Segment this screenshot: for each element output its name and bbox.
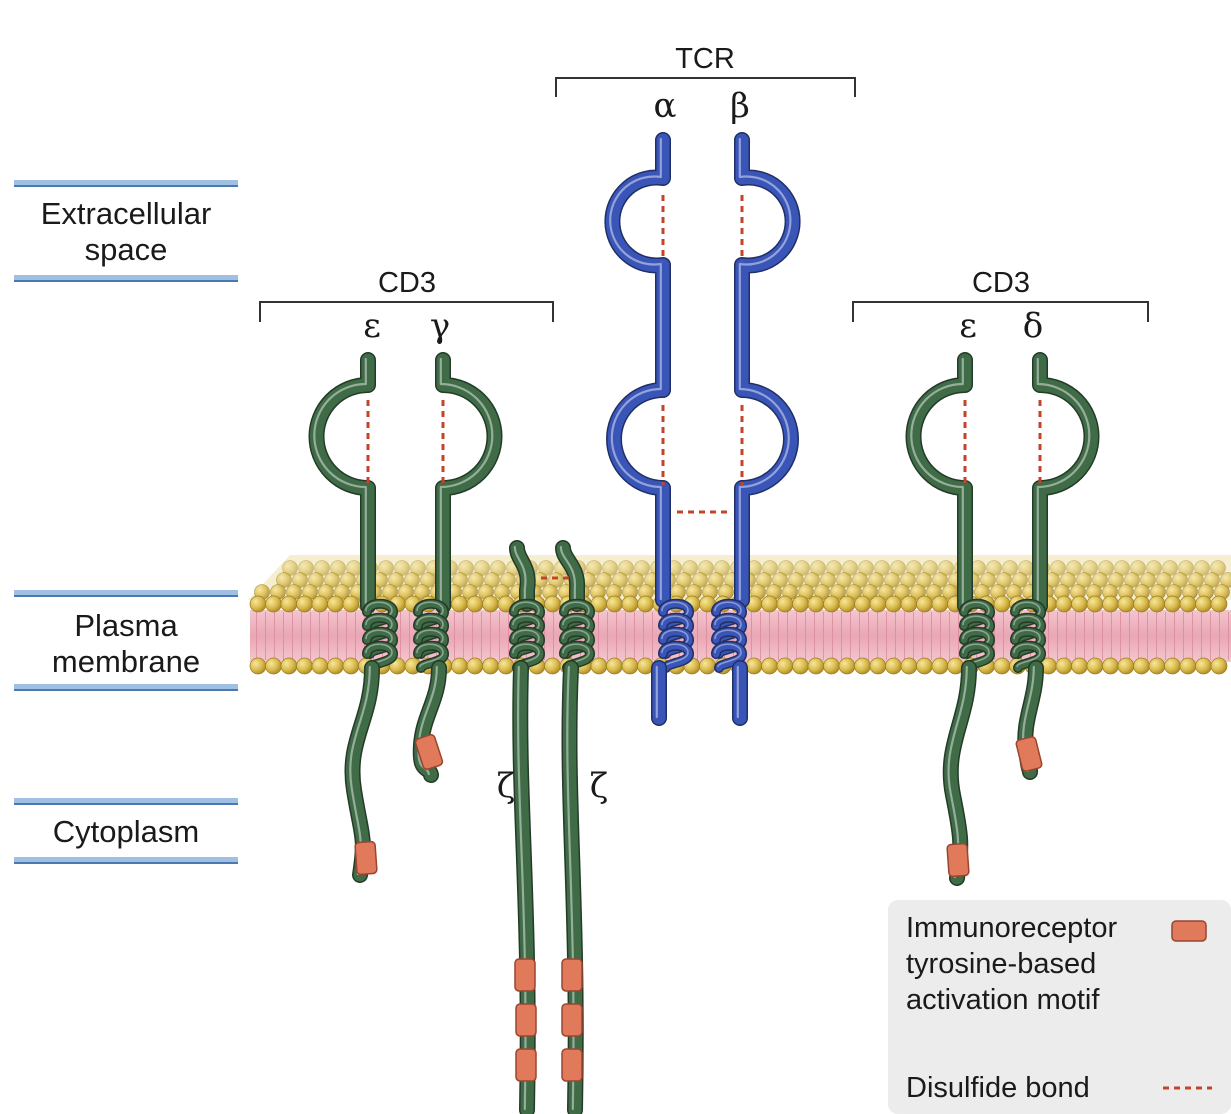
region-membrane-line2: membrane <box>52 644 200 679</box>
cd3-delta-chain <box>1032 352 1100 614</box>
cd3-epsilon-left-chain <box>308 352 376 614</box>
itam-zeta-left-2 <box>515 1003 537 1037</box>
cd3-left-label: CD3 <box>378 267 436 299</box>
itam-gamma <box>414 733 444 771</box>
legend-itam-line1: Immunoreceptor <box>906 912 1117 944</box>
itam-epsilon-left <box>354 840 378 876</box>
zeta-left-tail <box>512 660 536 1114</box>
tcr-alpha-chain <box>604 132 671 608</box>
chain-epsilon-left-label: ε <box>363 306 381 346</box>
chain-gamma-label: γ <box>430 306 450 346</box>
region-membrane-line1: Plasma <box>74 608 178 643</box>
tcr-beta-tail <box>732 660 748 726</box>
region-cytoplasm-label: Cytoplasm <box>53 814 199 849</box>
cd3-right-label: CD3 <box>972 267 1030 299</box>
itam-zeta-left-3 <box>515 1048 537 1082</box>
legend-itam-line2: tyrosine-based <box>906 948 1096 980</box>
tcr-alpha-tail <box>651 660 667 726</box>
cd3-left-bracket: CD3 <box>259 267 554 322</box>
legend-disulfide-label: Disulfide bond <box>906 1072 1090 1104</box>
chain-zeta-right-label: ζ <box>590 766 608 806</box>
legend-itam-line3: activation motif <box>906 984 1100 1016</box>
cd3-delta-helix <box>1010 598 1046 673</box>
tcr-bracket: TCR <box>555 43 856 97</box>
itam-zeta-left-1 <box>514 958 536 992</box>
chain-beta-label: β <box>730 86 750 126</box>
chain-delta-label: δ <box>1023 306 1043 346</box>
itam-zeta-right-3 <box>561 1048 583 1082</box>
itam-zeta-right-2 <box>561 1003 583 1037</box>
chain-epsilon-right-label: ε <box>959 306 977 346</box>
itam-epsilon-right <box>946 842 970 878</box>
legend: Immunoreceptor tyrosine-based activation… <box>888 900 1231 1114</box>
cd3-epsilon-right-chain <box>905 352 973 614</box>
legend-box <box>888 900 1231 1114</box>
tcr-beta-helix <box>711 598 747 673</box>
tcr-alpha-helix <box>658 598 694 673</box>
region-extracellular-line1: Extracellular <box>41 196 212 231</box>
tcr-label: TCR <box>675 43 735 75</box>
cd3-gamma-chain <box>435 352 503 614</box>
cd3-gamma-helix <box>413 598 449 673</box>
legend-itam-swatch <box>1171 920 1207 942</box>
cd3-epsilon-left-helix <box>362 598 398 673</box>
itam-delta <box>1015 736 1043 772</box>
region-extracellular-line2: space <box>85 232 168 267</box>
region-cytoplasm: Cytoplasm <box>14 798 238 864</box>
chain-alpha-label: α <box>654 86 677 126</box>
tcr-beta-chain <box>734 132 801 608</box>
cd3-right-bracket: CD3 <box>852 267 1149 322</box>
itam-zeta-right-1 <box>561 958 583 992</box>
region-membrane: Plasma membrane <box>14 590 238 691</box>
chain-zeta-left-label: ζ <box>497 766 515 806</box>
zeta-left-stem <box>509 540 536 612</box>
zeta-right-stem <box>555 540 586 612</box>
region-extracellular: Extracellular space <box>14 180 238 282</box>
zeta-right-tail <box>561 660 584 1114</box>
